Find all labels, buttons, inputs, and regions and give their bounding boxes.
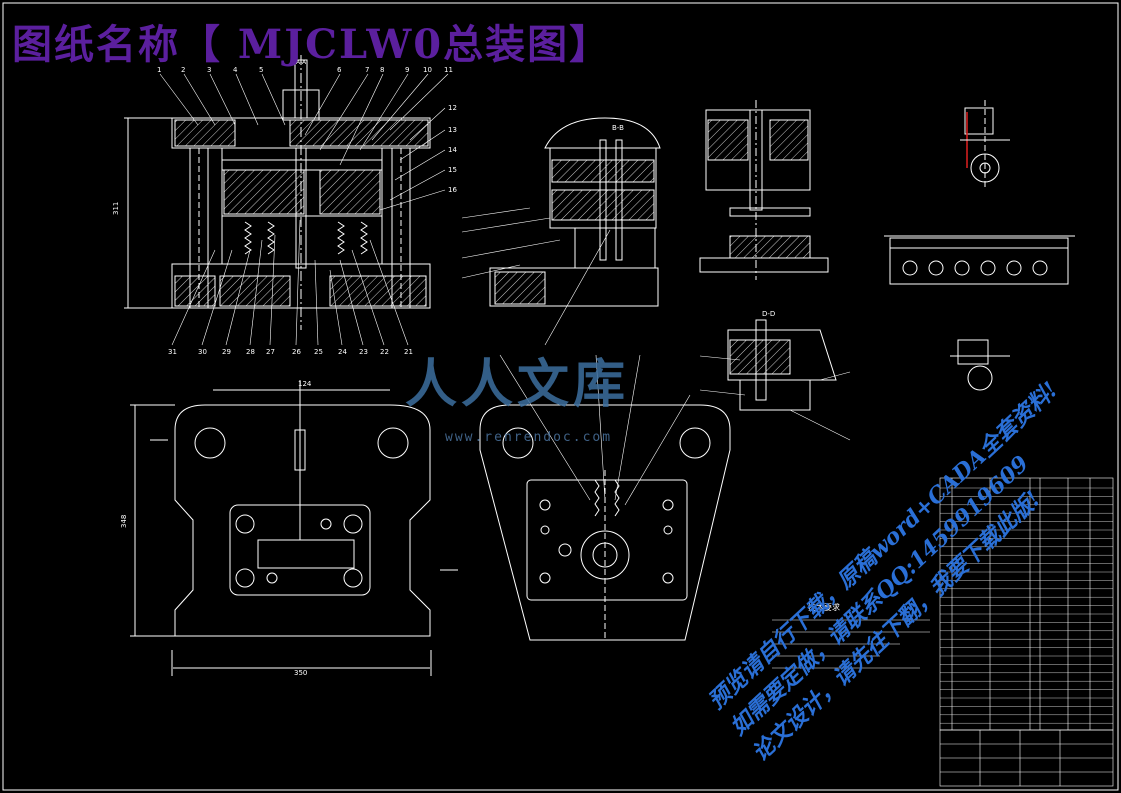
- technical-requirements: 技术要求: [772, 602, 930, 669]
- svg-text:16: 16: [448, 186, 457, 194]
- plan-view-upper-die: [130, 380, 458, 676]
- front-leaders-right: [379, 107, 446, 211]
- svg-text:1: 1: [157, 66, 161, 74]
- svg-text:21: 21: [404, 348, 413, 356]
- svg-text:28: 28: [246, 348, 255, 356]
- b-section-label: B-B: [612, 124, 624, 132]
- front-section-view: [124, 55, 431, 330]
- svg-text:2: 2: [181, 66, 185, 74]
- svg-text:26: 26: [292, 348, 301, 356]
- front-part-numbers-right: 12 13 14 15 16: [448, 104, 457, 194]
- svg-text:7: 7: [365, 66, 369, 74]
- svg-text:31: 31: [168, 348, 177, 356]
- front-leaders-top: [159, 73, 449, 166]
- svg-text:13: 13: [448, 126, 457, 134]
- bill-of-materials: [939, 477, 1114, 731]
- svg-text:5: 5: [259, 66, 263, 74]
- svg-text:4: 4: [233, 66, 238, 74]
- front-leaders-bottom: [171, 219, 409, 346]
- watermark-url: www.renrendoc.com: [445, 430, 613, 445]
- svg-text:25: 25: [314, 348, 323, 356]
- detail-view-top-right: [960, 100, 1010, 190]
- svg-text:24: 24: [338, 348, 347, 356]
- bom-rows: [940, 487, 1113, 724]
- svg-text:15: 15: [448, 166, 457, 174]
- plan-top-dim: 124: [298, 380, 312, 388]
- strip-layout: [884, 235, 1075, 285]
- b-section-view: [461, 117, 661, 346]
- front-part-numbers-top: 1 2 3 4 5 6 7 8 9 10 11: [157, 66, 453, 74]
- d-section-lower: [699, 319, 851, 441]
- svg-text:10: 10: [423, 66, 432, 74]
- d-section-view: [699, 100, 829, 280]
- plan-height-dim: 348: [120, 515, 128, 528]
- d-section-label: D-D: [762, 310, 775, 318]
- svg-text:22: 22: [380, 348, 389, 356]
- title-block: [939, 729, 1114, 787]
- drawing-title: 图纸名称【 MJCLW0总装图】: [12, 21, 612, 68]
- svg-text:23: 23: [359, 348, 368, 356]
- svg-text:14: 14: [448, 146, 457, 154]
- svg-text:3: 3: [207, 66, 211, 74]
- front-section-label: A-A: [296, 59, 307, 66]
- svg-text:30: 30: [198, 348, 207, 356]
- detail-view-mid-right: [950, 339, 1010, 391]
- plan-width-dim: 350: [294, 669, 307, 677]
- watermark-brand: 人人文库: [405, 354, 630, 415]
- plan-view-lower-die: [479, 354, 731, 641]
- tech-req-title: 技术要求: [808, 602, 840, 612]
- front-height-dim: 311: [112, 202, 120, 215]
- svg-text:8: 8: [380, 66, 384, 74]
- svg-text:9: 9: [405, 66, 409, 74]
- svg-text:27: 27: [266, 348, 275, 356]
- svg-text:6: 6: [337, 66, 342, 74]
- front-part-numbers-bottom: 31 30 29 28 27 26 25 24 23 22 21: [168, 348, 413, 356]
- svg-text:12: 12: [448, 104, 457, 112]
- svg-text:11: 11: [444, 66, 453, 74]
- svg-text:29: 29: [222, 348, 231, 356]
